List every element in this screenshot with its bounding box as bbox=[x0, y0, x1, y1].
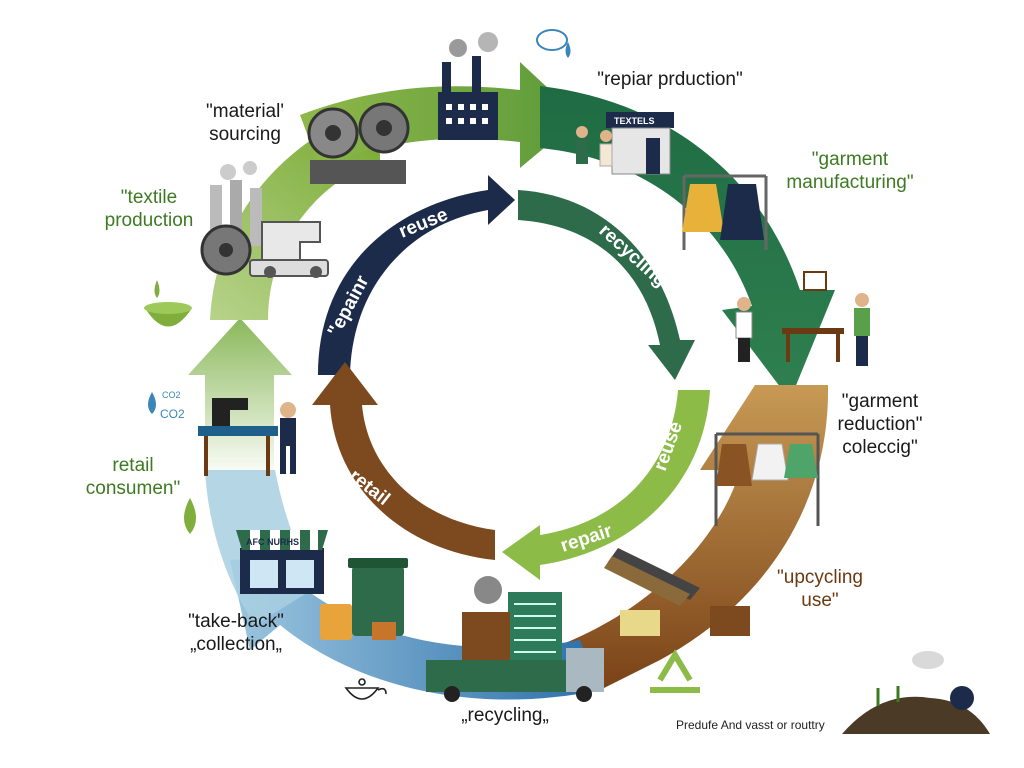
label-garment-reduction: "garment reduction" coleccig" bbox=[837, 391, 923, 458]
compost-icon bbox=[842, 686, 990, 734]
teapot-icon bbox=[344, 678, 387, 700]
bin-icon bbox=[320, 558, 408, 640]
label-take-back: "take-back" „collection„ bbox=[188, 611, 284, 655]
rain-cloud-icon bbox=[536, 29, 571, 58]
inner-arrow-navy bbox=[318, 175, 515, 375]
label-material-sourcing: "material' sourcing bbox=[206, 101, 284, 145]
label-recycling: „recycling„ bbox=[461, 705, 549, 726]
workshop-icon bbox=[735, 271, 870, 366]
bottom-caption: Predufe And vasst or routtry bbox=[676, 718, 825, 732]
inner-ring: "epainr reuse recycling reuse repair ret… bbox=[312, 175, 710, 580]
co2-text-bottom: CO2 bbox=[160, 407, 185, 421]
cloud-icon bbox=[912, 651, 944, 669]
inner-arrow-green-light bbox=[502, 390, 710, 580]
truck-icon bbox=[426, 648, 604, 702]
inner-arrow-brown bbox=[312, 362, 495, 560]
label-textile-production: "textile production bbox=[104, 187, 194, 231]
sorting-conveyor-icon bbox=[604, 548, 750, 636]
svg-text:recycling: recycling bbox=[595, 220, 671, 291]
co2-text-top: CO2 bbox=[162, 390, 181, 400]
inner-arrow-green-dark bbox=[518, 190, 695, 380]
shop-icon: TEXTELS bbox=[606, 112, 674, 175]
inner-label-recycling: recycling bbox=[595, 220, 671, 291]
clothes-rack-icon bbox=[714, 432, 820, 526]
store-icon: AFC NURHS bbox=[236, 530, 328, 594]
textile-factory-icon bbox=[200, 161, 262, 276]
label-retail-consumen: retail consumen" bbox=[85, 455, 181, 499]
factory-icon bbox=[438, 32, 498, 140]
film-reel-machine-icon bbox=[307, 102, 410, 184]
label-repair-production: "repiar prduction" bbox=[597, 69, 743, 90]
store-sign-text: AFC NURHS bbox=[246, 537, 299, 547]
shoppers-icon bbox=[576, 126, 613, 167]
bowl-icon bbox=[144, 280, 192, 327]
sewing-machine-icon bbox=[249, 221, 329, 278]
label-garment-manufacturing: "garment manufacturing" bbox=[786, 149, 914, 193]
co2-drop-icon: CO2 CO2 bbox=[148, 390, 185, 421]
label-upcycling-use: "upcycling use" bbox=[777, 567, 863, 611]
water-drop-icon bbox=[184, 498, 196, 534]
shop-sign-text: TEXTELS bbox=[614, 116, 655, 126]
clothing-rack-icon bbox=[682, 174, 768, 250]
recycle-symbol-icon bbox=[650, 649, 700, 693]
tailor-icon bbox=[198, 398, 296, 476]
